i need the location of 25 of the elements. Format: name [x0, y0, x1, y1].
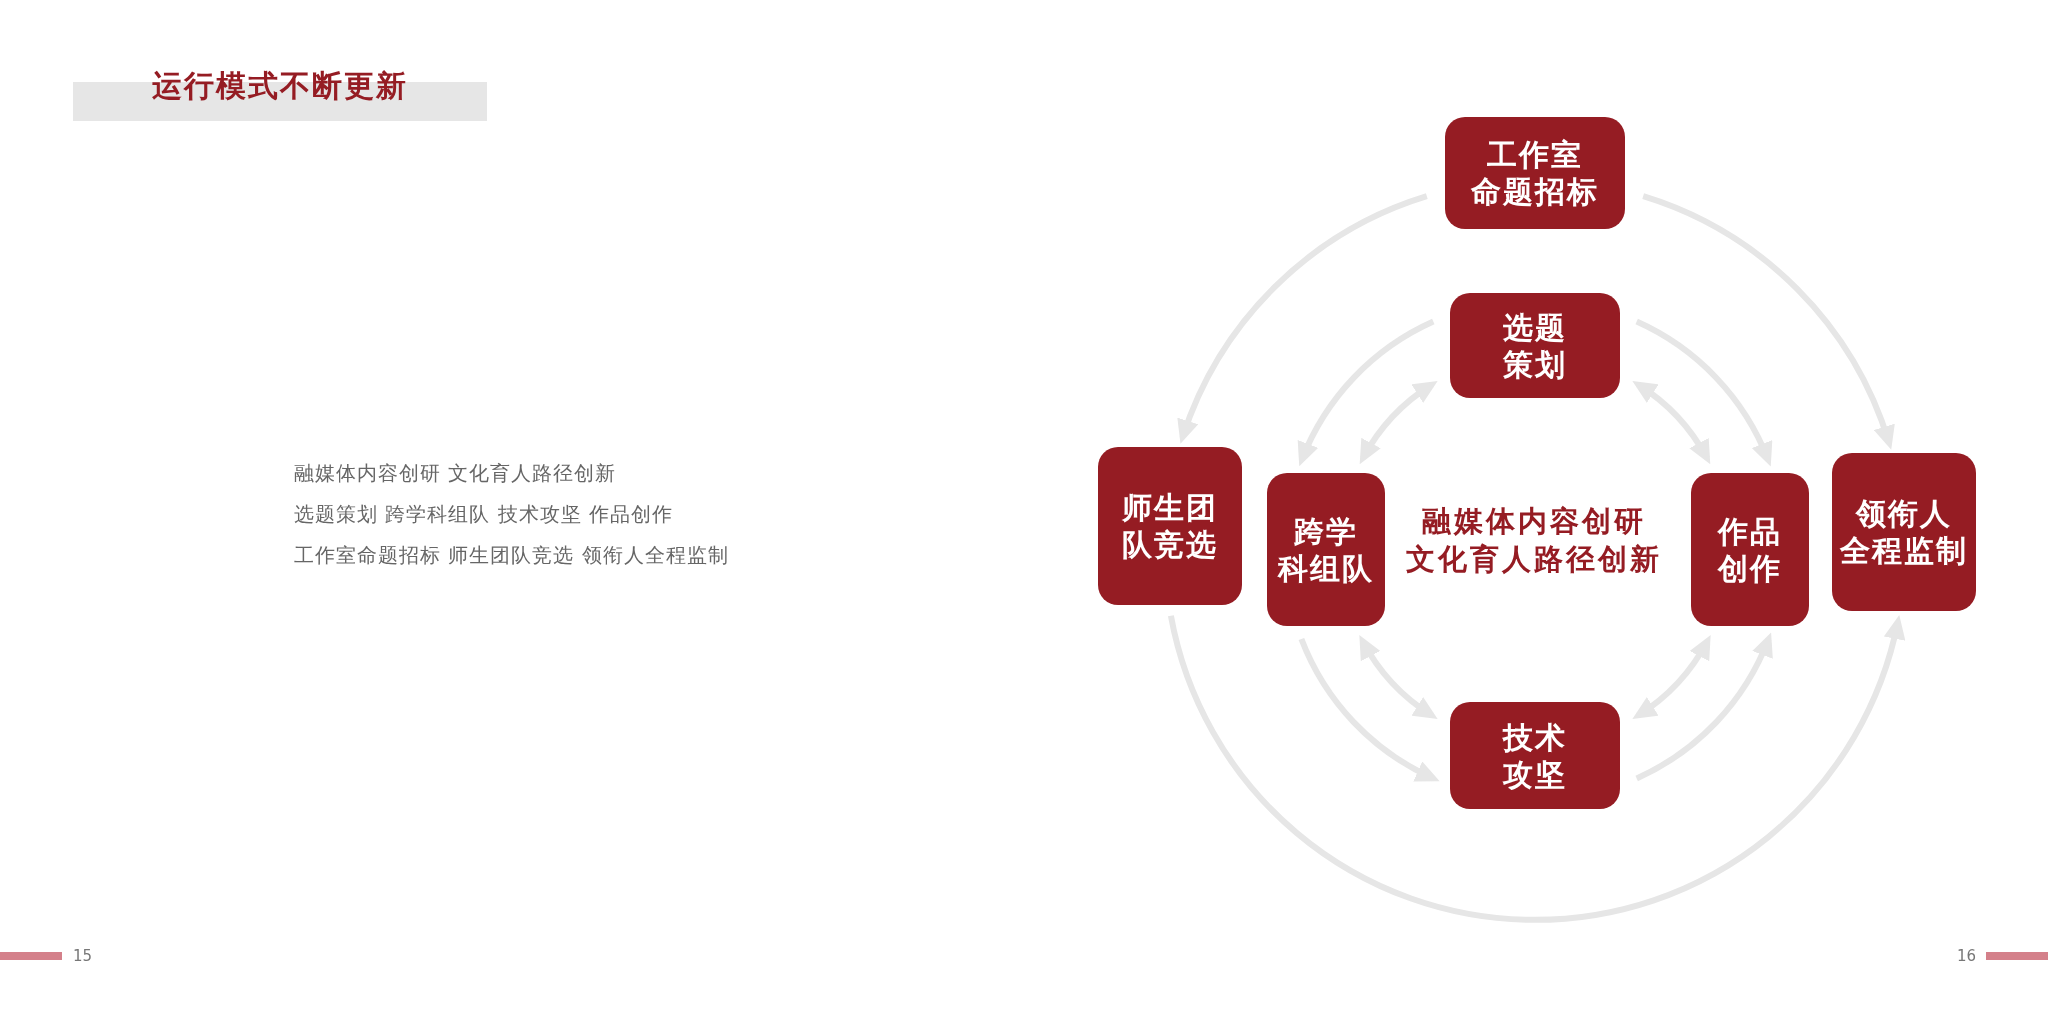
- center-text: 融媒体内容创研文化育人路径创新: [1405, 503, 1663, 578]
- step-box: 跨学科组队: [1267, 473, 1385, 626]
- curved-arrow: [1635, 632, 1772, 782]
- step-box: 作品创作: [1691, 473, 1809, 626]
- curved-arrow: [1168, 615, 1905, 923]
- step-box: 选题策划: [1450, 293, 1620, 398]
- curved-arrow: [1635, 318, 1772, 467]
- step-box: 技术攻坚: [1450, 702, 1620, 809]
- double-arrow: [1359, 380, 1438, 464]
- curved-arrow: [1642, 193, 1894, 450]
- curved-arrow: [1298, 637, 1440, 782]
- page-title: 运行模式不断更新: [152, 68, 408, 104]
- double-arrow: [1632, 635, 1711, 720]
- double-arrow: [1632, 380, 1711, 465]
- step-box: 工作室命题招标: [1445, 117, 1625, 229]
- curved-arrow: [1298, 318, 1435, 467]
- summary-line: 选题策划 跨学科组队 技术攻坚 作品创作: [294, 501, 674, 528]
- curved-arrow: [1178, 193, 1428, 444]
- summary-line: 工作室命题招标 师生团队竞选 领衔人全程监制: [294, 542, 729, 569]
- page-number: 15: [73, 947, 93, 965]
- summary-line: 融媒体内容创研 文化育人路径创新: [294, 460, 617, 487]
- step-box: 师生团队竞选: [1098, 447, 1242, 605]
- page-number: 16: [1956, 947, 1976, 965]
- double-arrow: [1359, 635, 1438, 720]
- step-box: 领衔人全程监制: [1832, 453, 1976, 611]
